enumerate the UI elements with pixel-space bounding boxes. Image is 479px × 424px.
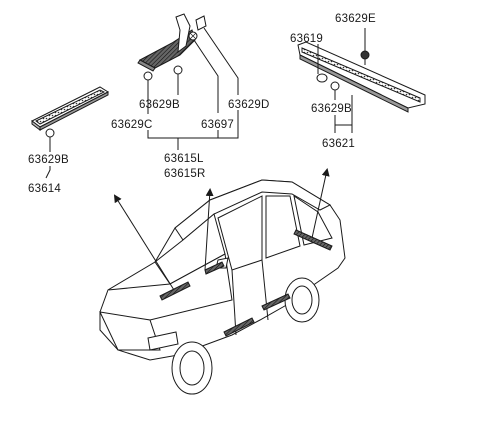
label-63614: 63614 bbox=[28, 183, 61, 195]
label-63629b-right: 63629B bbox=[311, 103, 352, 115]
leader-63614 bbox=[45, 166, 51, 179]
pillar-trim-63615 bbox=[137, 13, 196, 72]
clip-63629d bbox=[195, 15, 207, 31]
label-63629d: 63629D bbox=[228, 99, 269, 111]
clip-63629c bbox=[143, 71, 153, 88]
leader-63615-bracket bbox=[147, 110, 239, 139]
leader-63697 bbox=[193, 39, 219, 113]
label-63697: 63697 bbox=[201, 119, 234, 131]
label-63629c: 63629C bbox=[111, 119, 152, 131]
label-63629b-center: 63629B bbox=[139, 99, 180, 111]
clip-63629e bbox=[360, 50, 370, 65]
label-63629b-left: 63629B bbox=[28, 154, 69, 166]
label-63615l: 63615L bbox=[164, 153, 204, 165]
label-63619: 63619 bbox=[290, 33, 323, 45]
label-63629e: 63629E bbox=[335, 13, 376, 25]
label-63621: 63621 bbox=[322, 138, 355, 150]
arrow-to-63615 bbox=[204, 188, 214, 271]
clip-63629b-right bbox=[330, 81, 340, 96]
vehicle-outline bbox=[99, 179, 346, 395]
clip-63629b-left bbox=[45, 128, 55, 142]
clip-63697 bbox=[188, 31, 198, 41]
clip-63629b-center bbox=[173, 65, 183, 80]
clip-63619 bbox=[316, 73, 328, 83]
leader-63629d bbox=[203, 27, 239, 95]
scuff-plate-63614 bbox=[31, 86, 110, 131]
label-63615r: 63615R bbox=[164, 168, 205, 180]
arrow-to-63621 bbox=[311, 168, 330, 239]
arrow-to-63614 bbox=[113, 194, 175, 291]
rear-trim-63621 bbox=[297, 41, 426, 113]
